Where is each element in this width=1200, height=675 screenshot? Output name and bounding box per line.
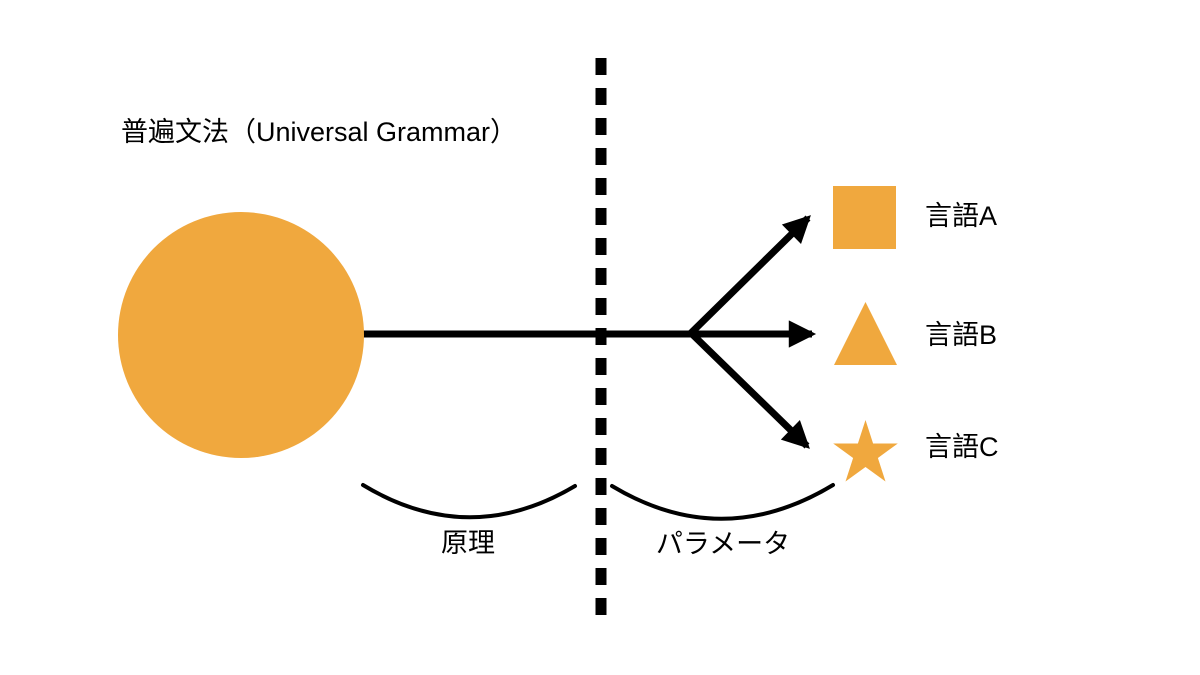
universal-grammar-circle [118,212,364,458]
principles-label: 原理 [441,528,495,558]
parameters-arc [610,483,835,521]
language-b-label: 言語B [925,320,997,350]
page-title: 普遍文法（Universal Grammar） [121,117,517,147]
branch-arrow-down [688,330,810,449]
star-icon [833,420,898,482]
square-icon [833,186,896,249]
language-a-label: 言語A [925,201,997,231]
principles-arc [361,483,577,520]
branch-arrow-up [688,215,811,336]
language-c-label: 言語C [925,432,999,462]
triangle-icon [834,302,897,365]
parameters-label: パラメータ [656,529,790,559]
